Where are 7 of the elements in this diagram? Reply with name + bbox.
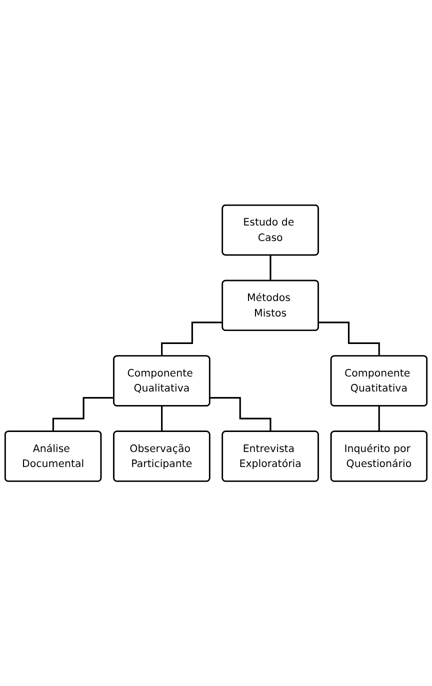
connector bbox=[161, 405, 163, 432]
connector bbox=[210, 396, 272, 432]
connector bbox=[161, 321, 223, 357]
connector bbox=[318, 321, 380, 357]
connector bbox=[52, 396, 114, 432]
connector bbox=[378, 405, 380, 432]
connector bbox=[270, 254, 272, 282]
